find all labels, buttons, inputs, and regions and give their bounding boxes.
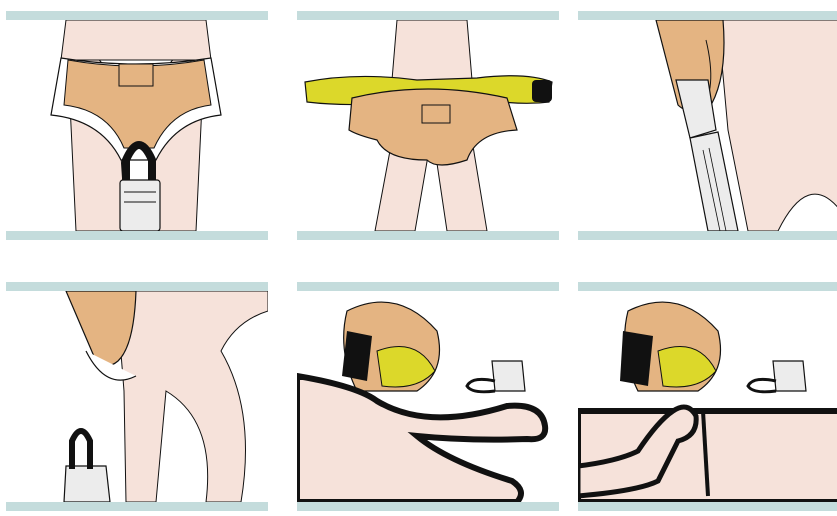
wrap-pad-icon	[349, 89, 517, 165]
device-loop	[748, 379, 776, 391]
panel-bottom-bar	[578, 502, 837, 511]
step-panel-1	[6, 11, 268, 240]
detached-device-illustration	[6, 291, 268, 502]
panel-bottom-bar	[6, 502, 268, 511]
device-icon	[120, 180, 160, 231]
panel-bottom-bar	[297, 231, 559, 240]
wrap-pad-illustration	[297, 20, 559, 231]
attached-device-illustration	[578, 20, 837, 231]
pad-label-patch	[119, 64, 153, 86]
device-icon	[773, 361, 806, 391]
panel-top-bar	[578, 11, 837, 20]
torso	[61, 20, 211, 60]
step-panel-2	[297, 11, 559, 240]
panel-top-bar	[6, 11, 268, 20]
step-panel-5	[297, 282, 559, 511]
step-panel-4	[6, 282, 268, 511]
insert-end-tab	[532, 80, 552, 102]
device-icon	[492, 361, 525, 391]
lying-figure-icon	[297, 376, 545, 502]
briefs-with-device-illustration	[6, 20, 268, 231]
panel-top-bar	[6, 282, 268, 291]
hip-black-band	[620, 331, 653, 386]
panel-bottom-bar	[6, 231, 268, 240]
device-loop	[72, 431, 90, 469]
panel-top-bar	[297, 11, 559, 20]
lying-figure-hand-illustration	[578, 291, 837, 502]
leg-icon	[718, 20, 837, 231]
panel-top-bar	[297, 282, 559, 291]
step-panel-6	[578, 282, 837, 511]
torso	[392, 20, 472, 80]
lying-figure-illustration	[297, 291, 559, 502]
leg-icon	[116, 291, 268, 502]
pad-label-patch	[422, 105, 450, 123]
step-panel-3	[578, 11, 837, 240]
device-rail	[690, 132, 738, 231]
panel-bottom-bar	[578, 231, 837, 240]
panel-bottom-bar	[297, 502, 559, 511]
hip-black-band	[342, 331, 372, 381]
detached-device-icon	[64, 466, 110, 502]
device-loop	[467, 379, 495, 391]
panel-top-bar	[578, 282, 837, 291]
